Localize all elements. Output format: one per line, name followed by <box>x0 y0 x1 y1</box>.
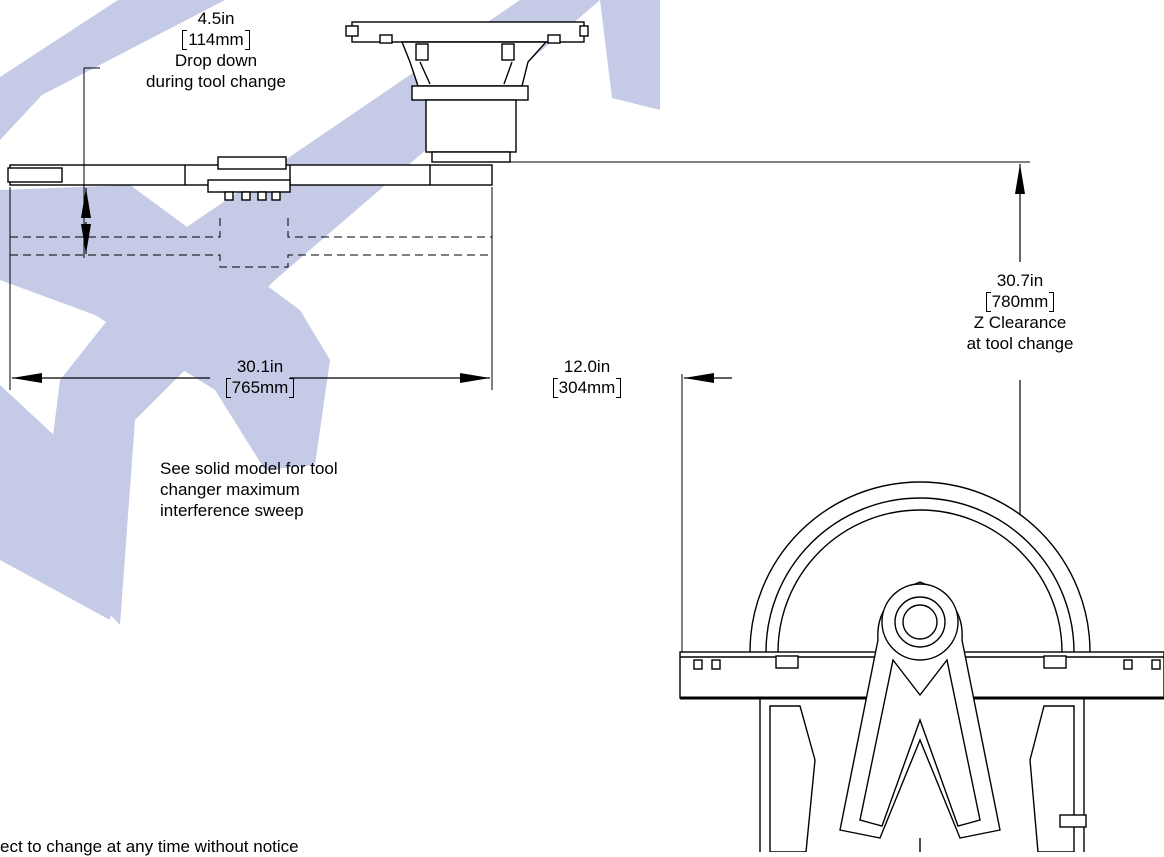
width-dimension-label: 30.1in 765mm <box>205 356 315 398</box>
drop-caption-line2: during tool change <box>146 72 286 91</box>
width-mm: 765mm <box>225 377 295 398</box>
drop-position-outline <box>10 218 492 268</box>
z-mm: 780mm <box>985 291 1055 312</box>
offset-dimension-label: 12.0in 304mm <box>532 356 642 398</box>
z-inches: 30.7in <box>996 271 1044 290</box>
drop-caption-line1: Drop down <box>174 51 258 70</box>
drop-inches: 4.5in <box>197 9 235 28</box>
draft-watermark <box>0 0 660 625</box>
sweep-note-line2: changer maximum <box>160 480 300 499</box>
z-clearance-label: 30.7in 780mm Z Clearance at tool change <box>950 270 1090 354</box>
offset-inches: 12.0in <box>563 357 611 376</box>
drop-mm: 114mm <box>182 29 251 50</box>
sweep-note-line3: interference sweep <box>160 501 304 520</box>
sweep-note: See solid model for tool changer maximum… <box>160 458 338 521</box>
tool-changer-front-view <box>679 481 1164 852</box>
extension-lines <box>9 67 683 652</box>
drop-dimension-label: 4.5in 114mm Drop down during tool change <box>146 8 286 92</box>
z-caption-line2: at tool change <box>966 334 1074 353</box>
tool-changer-side-view <box>7 156 493 201</box>
offset-mm: 304mm <box>552 377 622 398</box>
z-caption-line1: Z Clearance <box>973 313 1067 332</box>
footer-note: ect to change at any time without notice <box>0 837 299 856</box>
spindle-head <box>345 21 589 163</box>
width-inches: 30.1in <box>236 357 284 376</box>
sweep-note-line1: See solid model for tool <box>160 459 338 478</box>
